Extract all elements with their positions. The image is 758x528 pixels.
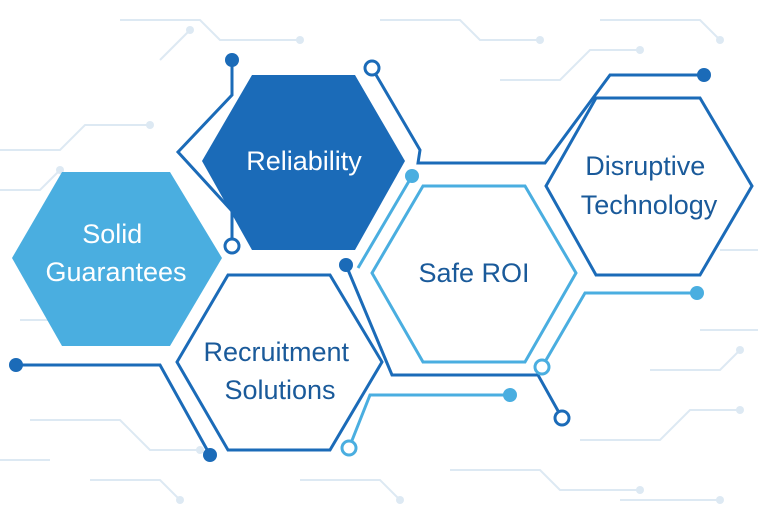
disruptive-technology-line2: Technology (581, 190, 718, 220)
recruitment-solutions-line1: Recruitment (203, 337, 349, 367)
light-connectors (347, 175, 697, 449)
node-filled-dark (339, 258, 353, 272)
hexagon-disruptive-technology (544, 96, 754, 277)
reliability-label: Reliability (246, 146, 362, 176)
dark-connectors (16, 60, 704, 456)
node-filled-dark (697, 68, 711, 82)
node-ring-dark (553, 409, 571, 427)
disruptive-technology-line1: Disruptive (585, 151, 705, 181)
node-ring-light (340, 439, 358, 457)
connector-nodes (9, 53, 711, 462)
hexagon-reliability (202, 75, 405, 250)
solid-guarantees-line1: Solid (82, 219, 142, 249)
disruptive-technology-label: Disruptive Technology (581, 151, 718, 220)
node-ring-dark (223, 237, 241, 255)
safe-roi-label: Safe ROI (418, 258, 529, 288)
recruitment-solutions-line2: Solutions (224, 375, 335, 405)
node-filled-dark (203, 448, 217, 462)
hexagon-safe-roi (370, 184, 578, 364)
solid-guarantees-line2: Guarantees (45, 257, 186, 287)
hexagon-recruitment-solutions (175, 273, 384, 452)
node-filled-light (690, 286, 704, 300)
hexagon-solid-guarantees (12, 172, 222, 346)
circuit-background (0, 19, 758, 501)
node-filled-light (503, 388, 517, 402)
node-filled-light (405, 169, 419, 183)
node-ring-light (533, 358, 551, 376)
node-filled-dark (9, 358, 23, 372)
recruitment-solutions-label: Recruitment Solutions (203, 337, 356, 405)
node-ring-dark (363, 59, 381, 77)
node-filled-dark (225, 53, 239, 67)
solid-guarantees-label: Solid Guarantees (45, 219, 186, 287)
